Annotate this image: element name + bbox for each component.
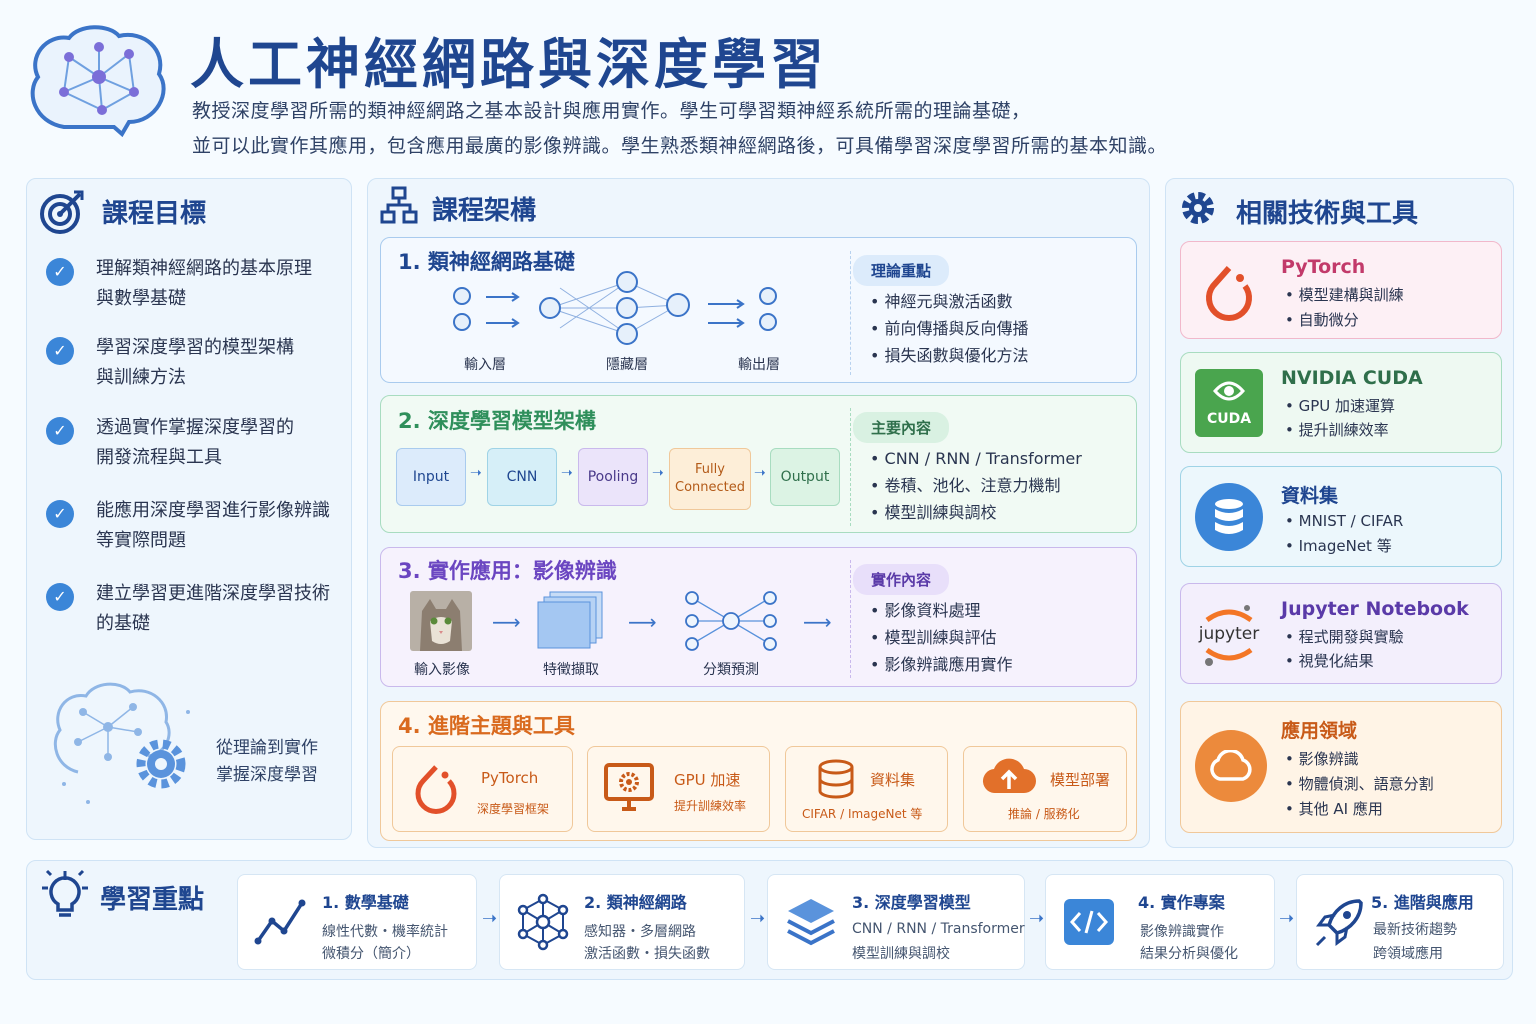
feature-extraction-label: 特徵擷取: [543, 662, 599, 678]
arrow-icon: ⟶: [628, 610, 657, 634]
arrow-icon: ⟶: [492, 610, 521, 634]
subtitle-line-1: 教授深度學習所需的類神經網路之基本設計與應用實作。學生可學習類神經系統所需的理論…: [192, 100, 1031, 122]
step-project: 4. 實作專案 影像辨識實作 結果分析與優化: [1045, 874, 1275, 970]
step-advanced: 5. 進階與應用 最新技術趨勢 跨領域應用: [1296, 874, 1504, 970]
output-layer-label: 輸出層: [738, 357, 780, 373]
section-1-title: 1. 類神經網路基礎: [398, 250, 575, 274]
card-cuda: CUDA NVIDIA CUDA • GPU 加速運算 • 提升訓練效率: [1180, 352, 1502, 453]
arrow-icon: ➝: [561, 465, 573, 481]
cat-image-icon: [410, 591, 472, 651]
keypoints-title: 學習重點: [100, 885, 205, 915]
arrow-icon: ⟶: [803, 610, 832, 634]
classifier-network-icon: [685, 591, 777, 651]
card-applications: 應用領域 • 影像辨識 • 物體偵測、語意分割 • 其他 AI 應用: [1180, 701, 1502, 833]
section-2-title: 2. 深度學習模型架構: [398, 409, 596, 433]
tool-dataset: 資料集 CIFAR / ImageNet 等: [785, 746, 948, 832]
tool-gpu: GPU 加速 提升訓練效率: [587, 746, 770, 832]
brain-network-icon: [30, 25, 166, 138]
network-icon: [517, 893, 569, 951]
pytorch-icon: [1206, 266, 1252, 321]
section-2-bullets: • CNN / RNN / Transformer• 卷積、池化、注意力機制• …: [870, 449, 1082, 522]
brain-gear-icon: [54, 682, 190, 804]
pytorch-icon: [415, 765, 457, 814]
arrow-icon: ➝: [652, 465, 664, 481]
goals-footer: 從理論到實作掌握深度學習: [216, 738, 318, 785]
cloud-upload-icon: [982, 758, 1036, 794]
check-icon: ✓: [46, 500, 74, 528]
arrow-icon: ➝: [1029, 908, 1045, 929]
practice-badge: 實作內容: [853, 564, 950, 595]
output-box: Output: [770, 448, 840, 506]
cloud-icon: [1195, 730, 1267, 802]
goals-title: 課程目標: [102, 199, 207, 229]
step-math: 1. 數學基礎 線性代數・機率統計 微積分（簡介）: [237, 874, 477, 970]
arrow-icon: ➝: [750, 908, 766, 929]
tool-deploy: 模型部署 推論 / 服務化: [963, 746, 1127, 832]
pooling-box: Pooling: [578, 448, 648, 506]
cnn-box: CNN: [487, 448, 557, 506]
lightbulb-icon: [42, 869, 88, 917]
hidden-layer-label: 隱藏層: [606, 357, 648, 373]
tool-pytorch: PyTorch 深度學習框架: [392, 746, 573, 832]
step-dl-models: 3. 深度學習模型 CNN / RNN / Transformer 模型訓練與調…: [767, 874, 1025, 970]
line-chart-icon: [254, 899, 306, 945]
section-3-title: 3. 實作應用：影像辨識: [398, 559, 617, 583]
section-3-bullets: • 影像資料處理• 模型訓練與評估• 影像辨識應用實作: [870, 601, 1013, 674]
check-icon: ✓: [46, 583, 74, 611]
theory-badge: 理論重點: [853, 255, 950, 286]
check-icon: ✓: [46, 258, 74, 286]
content-badge: 主要內容: [853, 412, 950, 443]
section-4-title: 4. 進階主題與工具: [398, 714, 575, 738]
page-title: 人工神經網路與深度學習: [190, 33, 828, 96]
subtitle-line-2: 並可以此實作其應用，包含應用最廣的影像辨識。學生熟悉類神經網路後，可具備學習深度…: [192, 135, 1168, 157]
step-nn: 2. 類神經網路 感知器・多層網路 激活函數・損失函數: [499, 874, 745, 970]
card-pytorch: PyTorch • 模型建構與訓練 • 自動微分: [1180, 241, 1502, 339]
fully-connected-box: Fully Connected: [669, 448, 751, 510]
neural-network-diagram: [453, 271, 777, 345]
input-layer-label: 輸入層: [464, 357, 506, 373]
classification-label: 分類預測: [703, 662, 759, 678]
layers-icon: [787, 899, 835, 946]
gear-icon: [1182, 192, 1214, 224]
section-1-bullets: • 神經元與激活函數• 前向傳播與反向傳播• 損失函數與優化方法: [870, 292, 1029, 365]
section-image-recognition: [380, 547, 1137, 687]
jupyter-icon: jupyter: [1195, 600, 1263, 668]
card-jupyter: jupyter Jupyter Notebook • 程式開發與實驗 • 視覺化…: [1180, 583, 1502, 684]
arrow-icon: ➝: [470, 465, 482, 481]
code-icon: [1064, 899, 1114, 945]
structure-title: 課程架構: [432, 196, 537, 226]
rocket-icon: [1315, 899, 1363, 947]
monitor-gear-icon: [604, 763, 654, 811]
arrow-icon: ➝: [754, 465, 766, 481]
check-icon: ✓: [46, 337, 74, 365]
nvidia-cuda-icon: CUDA: [1195, 369, 1263, 437]
target-icon: [40, 190, 84, 234]
arrow-icon: ➝: [1279, 908, 1295, 929]
goals-panel: [26, 178, 352, 840]
database-icon: [818, 759, 854, 799]
check-icon: ✓: [46, 417, 74, 445]
hierarchy-icon: [380, 186, 418, 224]
section-nn-basics: [380, 237, 1137, 383]
input-box: Input: [396, 448, 466, 506]
card-dataset: 資料集 • MNIST / CIFAR • ImageNet 等: [1180, 466, 1502, 567]
tools-title: 相關技術與工具: [1236, 199, 1419, 229]
input-image-label: 輸入影像: [414, 662, 470, 678]
database-icon: [1195, 483, 1263, 551]
feature-maps-icon: [537, 591, 603, 649]
arrow-icon: ➝: [482, 908, 498, 929]
